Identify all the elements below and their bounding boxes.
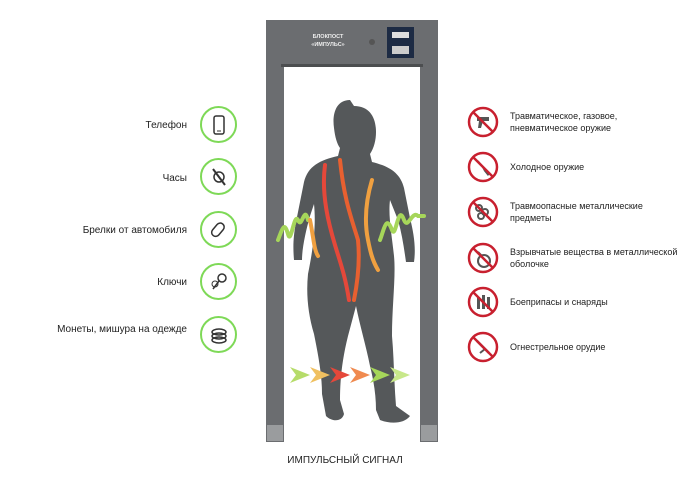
ammo-prohibited-icon: [467, 286, 499, 318]
left-item-label: Брелки от автомобиля: [82, 225, 187, 236]
gate-title-line2: «ИМПУЛЬС»: [311, 42, 345, 48]
keys-icon: [200, 263, 237, 300]
brass-knuckles-prohibited-icon: [467, 196, 499, 228]
coins-icon: [200, 316, 237, 353]
left-item-label: Ключи: [157, 277, 187, 288]
right-item-label: Холодное оружие: [510, 162, 585, 172]
right-item-label: Огнестрельное орудие: [510, 342, 606, 352]
right-item-label: Травматическое, газовое, пневматическое …: [510, 111, 618, 133]
left-item-label: Телефон: [145, 120, 187, 131]
right-item-label: Взрывчатые вещества в металлической обол…: [510, 247, 678, 269]
left-item-label: Монеты, мишура на одежде: [57, 324, 187, 335]
signal-waves: [276, 158, 426, 302]
pistol-prohibited-icon: [467, 106, 499, 138]
gate-frame: [266, 20, 438, 442]
car-key-fob-icon: [200, 211, 237, 248]
right-item-label: Травмоопасные металлические предметы: [510, 201, 643, 223]
knife-prohibited-icon: [467, 151, 499, 183]
watch-icon: [200, 158, 237, 195]
rifle-prohibited-icon: [467, 331, 499, 363]
gate-title-line1: БЛОКПОСТ: [312, 34, 344, 40]
phone-icon: [200, 106, 237, 143]
signal-arrows: [290, 367, 410, 383]
left-item-label: Часы: [162, 173, 187, 184]
grenade-prohibited-icon: [467, 242, 499, 274]
caption: ИМПУЛЬСНЫЙ СИГНАЛ: [287, 455, 403, 466]
gate-title: БЛОКПОСТ «ИМПУЛЬС»: [298, 33, 358, 49]
right-item-label: Боеприпасы и снаряды: [510, 297, 608, 307]
